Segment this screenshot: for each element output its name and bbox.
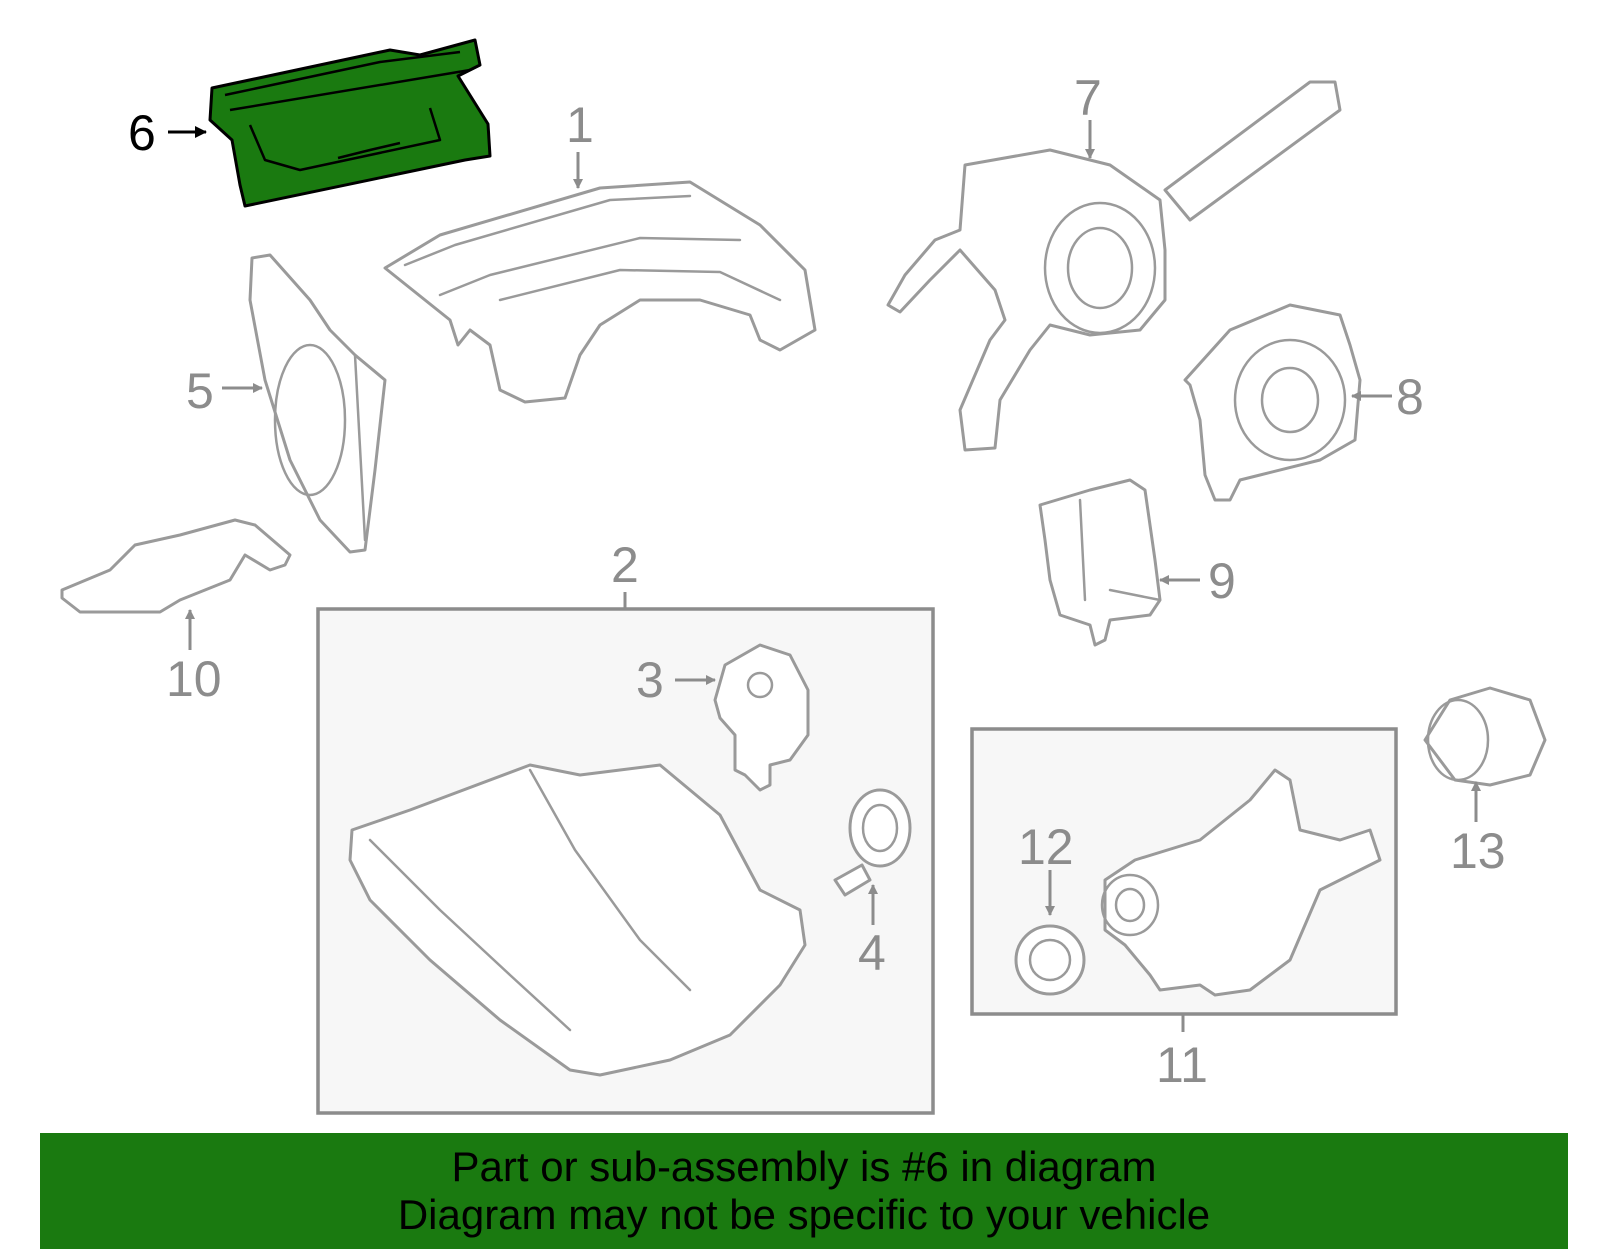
- part-11-lock-housing[interactable]: [1100, 768, 1382, 997]
- callout-1: 1: [566, 97, 594, 153]
- part-9-switch[interactable]: [1038, 478, 1162, 647]
- callout-3: 3: [636, 652, 664, 708]
- callout-13: 13: [1450, 823, 1506, 879]
- callout-11: 11: [1156, 1037, 1208, 1093]
- part-6-highlighted[interactable]: [208, 38, 492, 208]
- part-12-ring[interactable]: [1014, 924, 1086, 996]
- part-4-ring[interactable]: [833, 788, 912, 897]
- callout-12: 12: [1018, 819, 1074, 875]
- callout-8: 8: [1396, 369, 1424, 425]
- banner-line-1: Part or sub-assembly is #6 in diagram: [451, 1143, 1157, 1190]
- callout-7: 7: [1074, 70, 1102, 126]
- part-5-panel[interactable]: [248, 253, 387, 554]
- callout-2: 2: [611, 537, 639, 593]
- callout-5: 5: [186, 363, 214, 419]
- part-7-switch[interactable]: [886, 80, 1342, 452]
- callout-9: 9: [1208, 553, 1236, 609]
- callout-4: 4: [858, 925, 886, 981]
- part-10-bracket[interactable]: [60, 518, 292, 614]
- part-13-cylinder[interactable]: [1423, 686, 1547, 787]
- info-banner: Part or sub-assembly is #6 in diagram Di…: [40, 1133, 1568, 1249]
- part-3[interactable]: [713, 643, 810, 792]
- part-8-clockspring[interactable]: [1183, 303, 1362, 502]
- callout-6: 6: [128, 105, 156, 161]
- banner-line-2: Diagram may not be specific to your vehi…: [397, 1191, 1211, 1238]
- part-2-lower-cover[interactable]: [348, 763, 807, 1077]
- part-1-upper-cover[interactable]: [383, 180, 817, 404]
- callout-10: 10: [166, 651, 222, 707]
